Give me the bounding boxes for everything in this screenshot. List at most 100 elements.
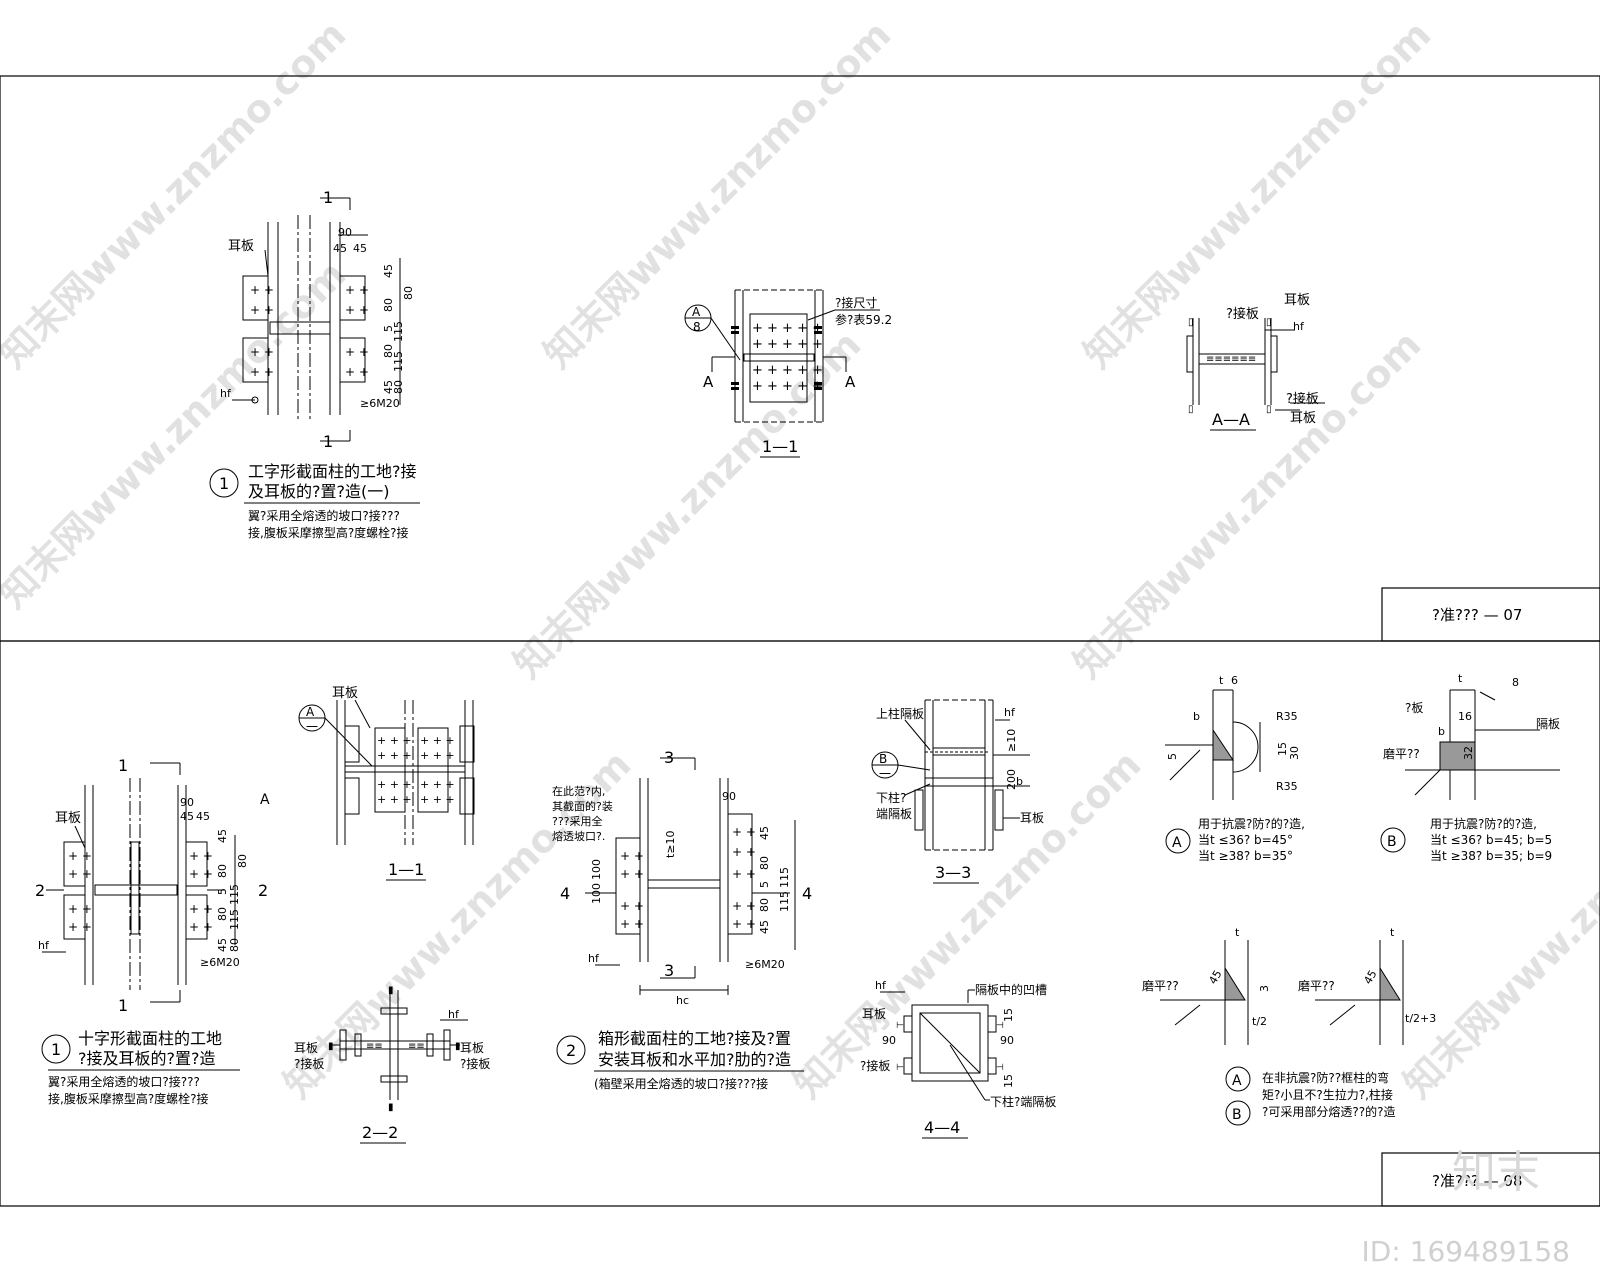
bot-ab2-letter-b: B xyxy=(1232,1107,1242,1123)
svg-text:⊣: ⊣ xyxy=(996,1021,1004,1031)
svg-text:t≥10: t≥10 xyxy=(664,830,677,858)
top-s11-note-line2: 参?表59.2 xyxy=(835,312,892,327)
svg-text:▯: ▯ xyxy=(1188,317,1194,328)
bot-d1-caption-no: 1 xyxy=(51,1040,61,1059)
bot-d1-side-dims: 45 80 5 80 45 80 115 115 80 xyxy=(216,829,249,952)
bot-dB-line2: 当t ≤36? b=45; b=5 xyxy=(1430,833,1552,847)
top-d1-bolt: ≥6M20 xyxy=(360,397,400,410)
svg-text:100: 100 xyxy=(590,883,603,904)
bot-s22-splice-r: ?接板 xyxy=(460,1056,490,1071)
bot-s33-ear-plate: 耳板 xyxy=(1020,811,1044,825)
top-sectionAA xyxy=(1186,318,1325,411)
svg-text:+ + +: + + + xyxy=(420,793,455,806)
bot-dB-grind: 磨平?? xyxy=(1383,747,1420,761)
znzmo-logo: 知末 xyxy=(1452,1147,1540,1198)
bot-dA-6: 6 xyxy=(1231,674,1238,687)
svg-text:+ +: + + xyxy=(68,867,92,881)
svg-text:5: 5 xyxy=(382,325,395,332)
bot-dA-5: 5 xyxy=(1166,753,1179,760)
bot-d1-cut-mark-top: 1 xyxy=(118,756,128,775)
bot-d1-dim-45a: 45 xyxy=(180,810,194,823)
svg-text:80: 80 xyxy=(216,864,229,878)
svg-text:+ +: + + xyxy=(732,825,756,839)
bot-d2-note-1: 其截面的?装 xyxy=(552,799,613,813)
bot-s22-weld: hf xyxy=(448,1008,460,1021)
bot-d2-caption-line2: 安装耳板和水平加?肋的?造 xyxy=(598,1050,791,1069)
top-d1-side-dims: 45 80 5 80 45 80 115 115 80 xyxy=(382,264,415,394)
svg-text:〓: 〓 xyxy=(813,382,823,393)
bot-ab2-circle-a xyxy=(1225,1066,1251,1092)
bot-section11-bolts: + + ++ + + + + ++ + + + + ++ + + + + ++ … xyxy=(377,734,455,806)
bot-s44-title: 4—4 xyxy=(924,1118,960,1137)
svg-text:〓: 〓 xyxy=(730,382,740,393)
top-s11-note-line1: ?接尺寸 xyxy=(835,295,877,310)
top-d1-dim-90: 90 xyxy=(338,226,352,239)
svg-text:▮: ▮ xyxy=(455,1041,461,1052)
svg-text:+ +: + + xyxy=(345,345,369,359)
svg-text:80: 80 xyxy=(382,344,395,358)
bot-d2-cut-mark-bottom: 3 xyxy=(664,961,674,980)
top-sAA-splice2: ?接板 xyxy=(1286,391,1319,407)
svg-text:+ +: + + xyxy=(189,920,213,934)
svg-text:+ +: + + xyxy=(345,365,369,379)
bot-dA-letter: A xyxy=(1172,835,1182,851)
top-detail1 xyxy=(232,197,401,442)
bot-s44-dim-15a: 15 xyxy=(1002,1008,1015,1022)
svg-text:80: 80 xyxy=(402,286,415,300)
svg-text:+ + +: + + + xyxy=(420,778,455,791)
bot-ab2-circle-b xyxy=(1225,1100,1251,1126)
svg-text:+ +: + + xyxy=(620,917,644,931)
bot-d2-dim-90: 90 xyxy=(722,790,736,803)
bot-section22-bolts: ▮▮ ▮▮ ≡≡≡≡ xyxy=(328,985,461,1113)
bot-dB-t: t xyxy=(1458,672,1463,685)
top-sAA-ear2: 耳板 xyxy=(1290,411,1316,426)
top-sectionAA-bolts: ≡≡≡≡≡≡ ▯▯ ▯▯ xyxy=(1188,317,1272,415)
svg-text:+ +: + + xyxy=(68,902,92,916)
top-detail1-bolts: + ++ + + ++ + + ++ + + ++ + xyxy=(250,283,369,379)
bot-s44-dim-90a: 90 xyxy=(882,1034,896,1047)
svg-text:115: 115 xyxy=(392,351,405,372)
bot-d1-dim-45b: 45 xyxy=(196,810,210,823)
bot-s33-dims: ≥10 200 b xyxy=(1005,729,1023,790)
svg-text:+ + + + +: + + + + + xyxy=(752,379,823,394)
sheet-code-bottom: ?准??? — 08 xyxy=(1432,1172,1522,1190)
bot-dB-line1: 用于抗震?防?的?造, xyxy=(1430,816,1537,831)
svg-text:+ +: + + xyxy=(620,849,644,863)
svg-text:+ + +: + + + xyxy=(377,793,412,806)
top-d1-caption-no: 1 xyxy=(219,474,229,493)
top-d1-caption-circle xyxy=(209,468,239,498)
svg-text:80: 80 xyxy=(392,380,405,394)
top-s11-left-label: A xyxy=(703,373,714,391)
bot-d1-caption-line2: ?接及耳板的?置?造 xyxy=(78,1049,215,1068)
watermark-6: 知末网www.znzmo.com xyxy=(1065,322,1429,686)
top-sAA-splice1: ?接板 xyxy=(1226,306,1259,322)
bot-d1-caption-circle xyxy=(41,1034,71,1064)
bot-dA-line2: 当t ≤36? b=45° xyxy=(1198,833,1293,847)
bot-dA-letter-circle xyxy=(1165,828,1191,854)
bot-d2-bolt: ≥6M20 xyxy=(745,958,785,971)
svg-text:80: 80 xyxy=(216,907,229,921)
bot-detail2-bolts: + ++ + + ++ + + ++ + + ++ + + + xyxy=(620,825,756,931)
bot-d1-dim-90: 90 xyxy=(180,796,194,809)
top-sAA-ear1: 耳板 xyxy=(1284,293,1310,308)
top-sAA-weld: hf xyxy=(1293,320,1305,333)
top-d1-note-line2: 接,腹板采摩擦型高?度螺栓?接 xyxy=(248,525,409,540)
svg-text:80: 80 xyxy=(758,856,771,870)
bot-dA-r35b: R35 xyxy=(1276,780,1298,793)
bot-s22-ear-r: 耳板 xyxy=(460,1041,484,1055)
svg-text:+ +: + + xyxy=(250,303,274,317)
bot-s33-lower-col: 下柱? xyxy=(876,790,906,805)
bot-d2-weld: hf xyxy=(588,952,600,965)
svg-text:+ +: + + xyxy=(68,920,92,934)
svg-text:+ +: + + xyxy=(345,303,369,317)
bot-ab2-b-45: 45 xyxy=(1361,968,1379,987)
top-section11-ticks: 〓〓 〓〓 xyxy=(730,326,823,393)
svg-text:+ + +: + + + xyxy=(377,749,412,762)
bot-d1-a-label: A xyxy=(260,792,270,808)
svg-text:+ + +: + + + xyxy=(377,778,412,791)
watermark-9: 知末网www.znzmo.com xyxy=(1395,742,1600,1106)
svg-text:80: 80 xyxy=(758,898,771,912)
svg-text:+ +: + + xyxy=(68,849,92,863)
bot-detailB xyxy=(1405,689,1560,800)
bot-s44-groove: 隔板中的凹槽 xyxy=(975,982,1047,997)
